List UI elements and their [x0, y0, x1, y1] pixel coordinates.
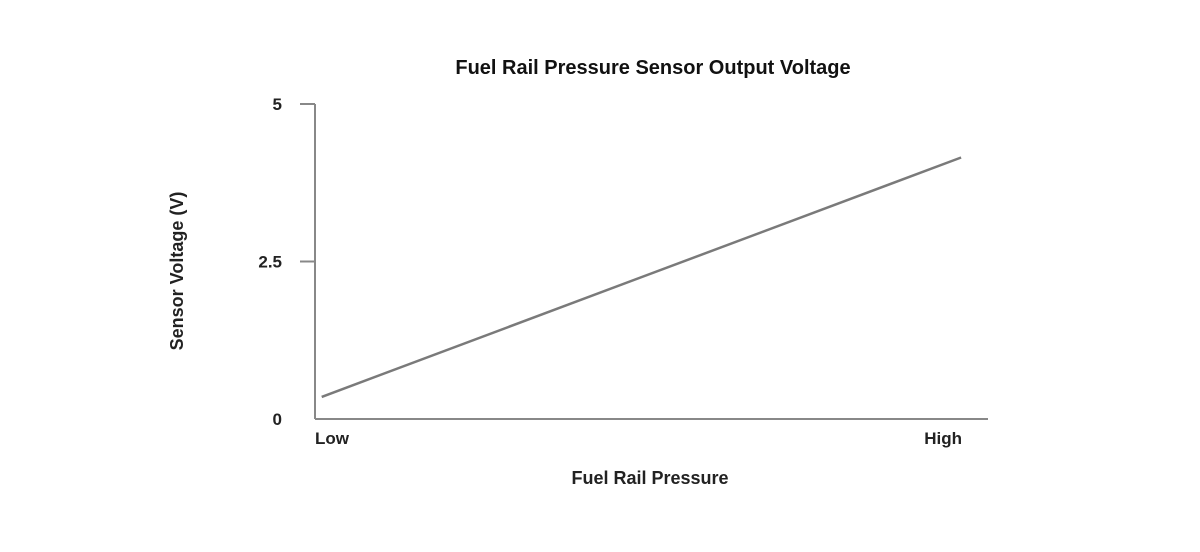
chart-title: Fuel Rail Pressure Sensor Output Voltage: [455, 57, 850, 79]
y-tick-label: 0: [273, 410, 282, 429]
x-tick-label: Low: [315, 429, 350, 448]
x-ticks: Low High: [315, 429, 962, 448]
y-tick-label: 2.5: [258, 253, 282, 272]
x-axis-label: Fuel Rail Pressure: [571, 468, 728, 488]
series-line: [321, 156, 962, 399]
x-tick-label: High: [924, 429, 962, 448]
y-axis-label: Sensor Voltage (V): [167, 192, 187, 351]
y-ticks: 02.55: [258, 95, 315, 429]
y-tick-label: 5: [273, 95, 282, 114]
